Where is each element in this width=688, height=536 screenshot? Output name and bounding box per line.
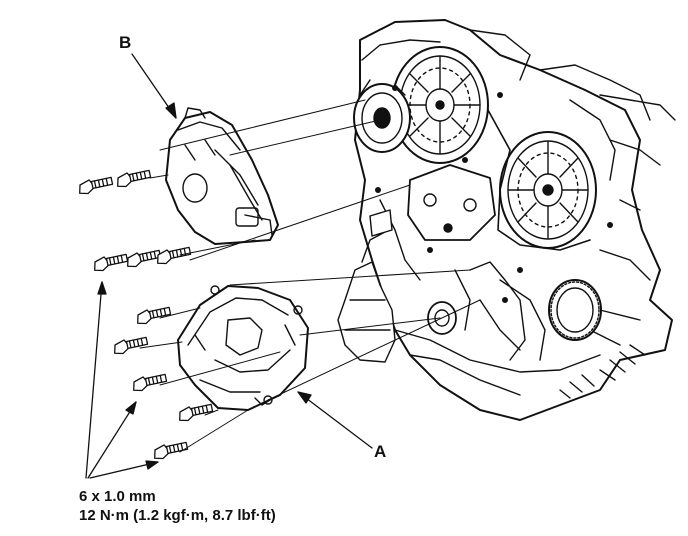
oil-pump-housing (337, 209, 396, 363)
bolt-torque-text: 12 N·m (1.2 kgf·m, 8.7 lbf·ft) (79, 507, 276, 524)
cover-bolts (79, 169, 214, 460)
lower-timing-belt-cover (177, 285, 309, 411)
camshaft-pulley (391, 46, 489, 164)
lower-pulley (499, 131, 597, 249)
callout-label-a: A (374, 442, 387, 461)
bolt (114, 336, 149, 355)
drive-belt (487, 109, 591, 251)
bolt (133, 373, 168, 392)
tensioner-bracket (407, 164, 496, 241)
callout-b-arrow (131, 53, 177, 119)
idler-pulley (353, 79, 411, 153)
bolt-specification: 6 x 1.0 mm 12 N·m (1.2 kgf·m, 8.7 lbf·ft… (79, 487, 276, 525)
callout-a-arrow (297, 391, 373, 449)
bolt (94, 253, 129, 272)
bolt (179, 403, 214, 422)
bolt (137, 306, 172, 325)
bolt (79, 176, 114, 195)
bolt (157, 246, 192, 265)
block-bolts (375, 85, 613, 303)
callout-label-b: B (119, 33, 132, 52)
alignment-lines (139, 99, 481, 453)
timing-belt-guide (469, 261, 526, 361)
bolt (127, 249, 162, 268)
spec-arrows (85, 281, 159, 479)
upper-timing-belt-cover (165, 107, 279, 245)
crankshaft-seal (548, 279, 602, 341)
bolt (117, 169, 152, 188)
bolt-size-text: 6 x 1.0 mm (79, 488, 156, 505)
bolt (154, 441, 189, 460)
